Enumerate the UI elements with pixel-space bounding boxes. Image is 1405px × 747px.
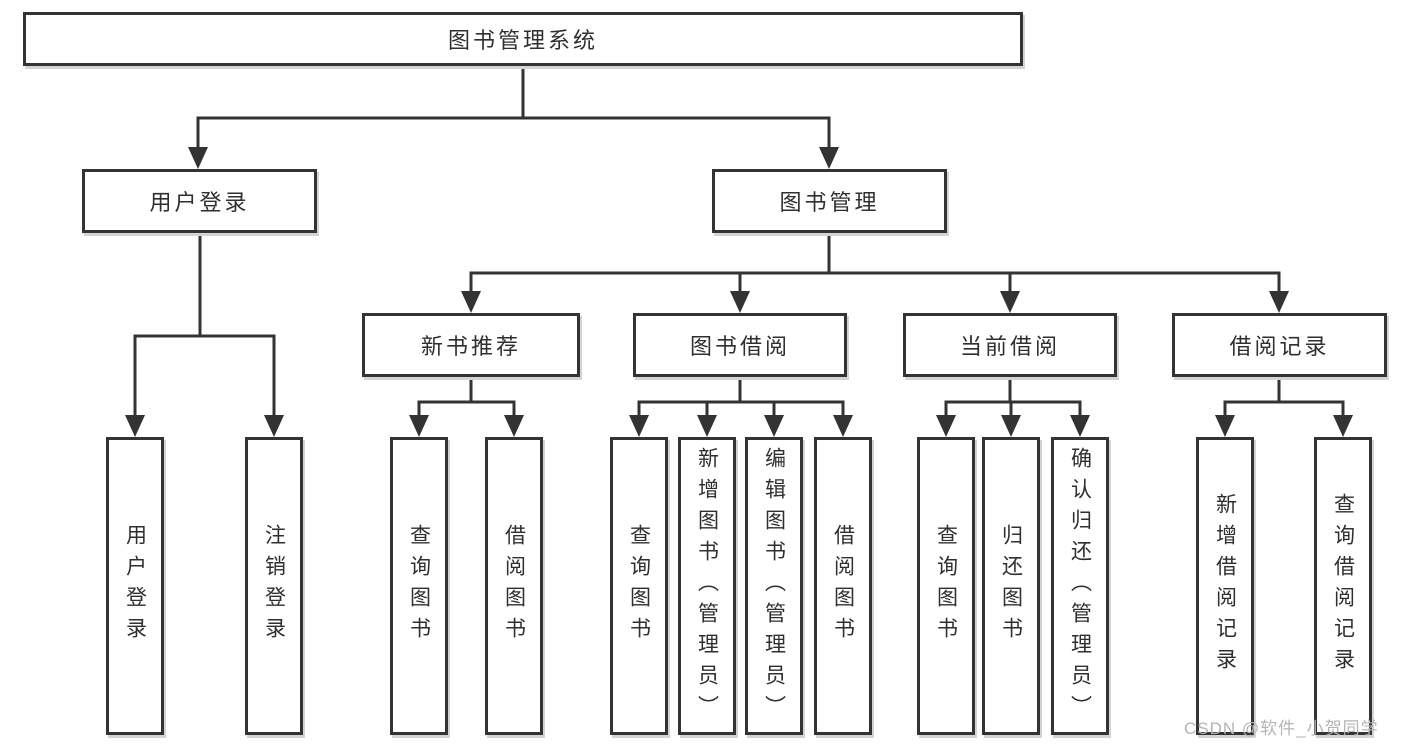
node-label: 借阅图书 (831, 524, 855, 648)
leaf-nb-query-books: 查询图书 (390, 437, 448, 735)
node-book-management: 图书管理 (712, 169, 947, 233)
node-label: 借阅图书 (502, 524, 526, 648)
node-label: 借阅记录 (1229, 334, 1330, 359)
node-label: 查询图书 (407, 524, 431, 648)
node-label: 编辑图书（管理员） (762, 446, 786, 726)
node-label: 图书管理 (779, 190, 880, 215)
node-label: 查询图书 (934, 524, 958, 648)
leaf-cb-confirm-return-admin: 确认归还（管理员） (1051, 437, 1109, 735)
node-new-book-recommend: 新书推荐 (362, 313, 580, 377)
node-book-borrow: 图书借阅 (633, 313, 847, 377)
node-label: 查询图书 (627, 524, 651, 648)
node-label: 用户登录 (149, 190, 250, 215)
leaf-bb-edit-books-admin: 编辑图书（管理员） (745, 437, 803, 735)
leaf-bb-borrow-books: 借阅图书 (814, 437, 872, 735)
node-label: 当前借阅 (959, 334, 1060, 359)
node-label: 新书推荐 (420, 334, 521, 359)
leaf-bb-add-books-admin: 新增图书（管理员） (678, 437, 736, 735)
node-user-login: 用户登录 (82, 169, 317, 233)
leaf-nb-borrow-books: 借阅图书 (485, 437, 543, 735)
leaf-cb-return-books: 归还图书 (982, 437, 1040, 735)
node-label: 图书管理系统 (447, 28, 598, 53)
leaf-logout: 注销登录 (245, 437, 303, 735)
node-label: 新增借阅记录 (1213, 493, 1237, 679)
node-label: 查询借阅记录 (1331, 493, 1355, 679)
node-root-book-management-system: 图书管理系统 (23, 12, 1023, 66)
node-borrow-record: 借阅记录 (1172, 313, 1387, 377)
node-label: 新增图书（管理员） (695, 446, 719, 726)
csdn-watermark: CSDN @软件_小贺同学 (1184, 719, 1379, 738)
node-label: 归还图书 (999, 524, 1023, 648)
leaf-br-add-borrow-record: 新增借阅记录 (1196, 437, 1254, 735)
node-label: 确认归还（管理员） (1068, 446, 1092, 726)
node-label: 图书借阅 (689, 334, 790, 359)
leaf-bb-query-books: 查询图书 (610, 437, 668, 735)
leaf-cb-query-books: 查询图书 (917, 437, 975, 735)
leaf-user-login: 用户登录 (106, 437, 164, 735)
leaf-br-query-borrow-record: 查询借阅记录 (1314, 437, 1372, 735)
node-label: 注销登录 (262, 524, 286, 648)
node-current-borrow: 当前借阅 (903, 313, 1117, 377)
node-label: 用户登录 (123, 524, 147, 648)
